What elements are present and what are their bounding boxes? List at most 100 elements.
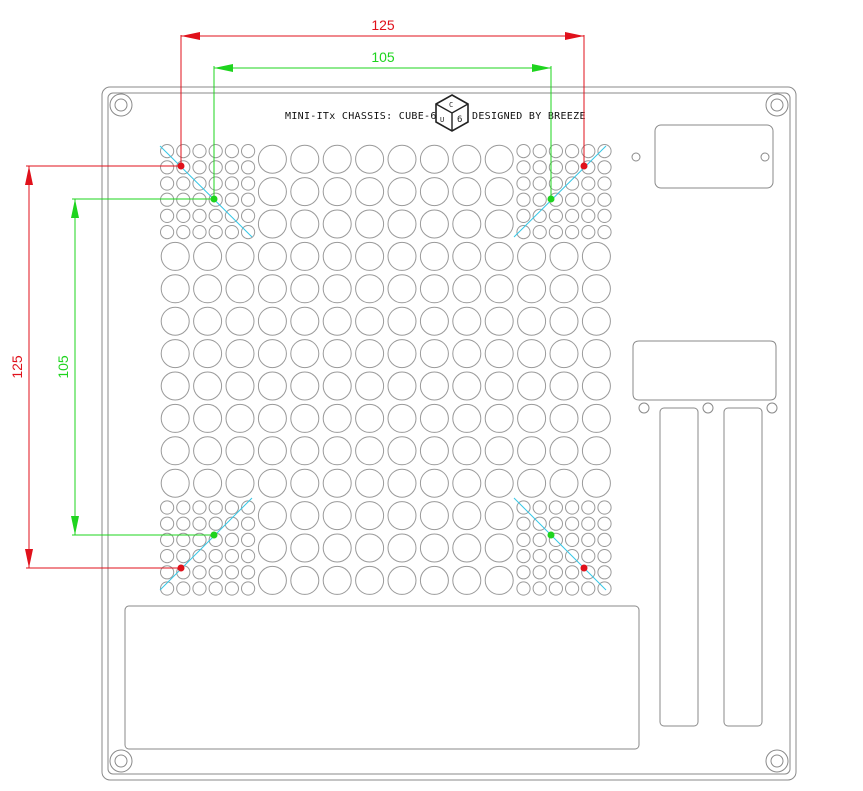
vent-hole (516, 516, 531, 531)
vent-hole (257, 565, 287, 595)
vent-hole (549, 241, 579, 271)
vent-hole (290, 274, 320, 304)
vent-hole (208, 176, 223, 191)
vent-hole (419, 565, 449, 595)
vent-hole (419, 209, 449, 239)
vent-hole (548, 500, 564, 515)
vent-hole (597, 565, 612, 580)
drawing-designer: DESIGNED BY BREEZE (472, 111, 586, 122)
vent-hole (516, 549, 531, 564)
vent-hole (387, 371, 417, 401)
vent-hole (208, 144, 223, 159)
corner-screw-bottom-left (109, 749, 133, 773)
vent-hole (322, 339, 352, 369)
vent-hole (176, 225, 191, 240)
vent-hole (565, 192, 580, 207)
vent-hole (160, 532, 175, 548)
vent-hole (224, 160, 239, 175)
vent-hole (160, 403, 190, 433)
vent-hole (355, 501, 385, 531)
vent-hole (532, 500, 547, 515)
vent-hole (224, 581, 239, 596)
vent-hole (225, 241, 255, 271)
vent-hole (484, 371, 514, 401)
vent-hole (322, 403, 352, 433)
vent-hole (225, 274, 255, 304)
vent-hole (290, 468, 320, 498)
svg-text:U: U (440, 116, 444, 124)
vent-hole (565, 581, 580, 596)
vent-hole (517, 468, 547, 498)
vent-hole (224, 532, 239, 548)
vent-hole (387, 306, 417, 336)
dimension-vertical-inner (71, 198, 214, 536)
corner-screw-top-right (765, 93, 789, 117)
vent-hole (160, 306, 190, 336)
vent-hole (176, 549, 191, 564)
vent-hole (355, 565, 385, 595)
vent-hole (484, 403, 514, 433)
vent-hole (257, 501, 287, 531)
vent-hole (532, 532, 547, 548)
vent-hole (208, 500, 223, 515)
vent-hole (355, 274, 385, 304)
vent-hole (192, 565, 207, 580)
vent-hole (160, 549, 175, 564)
power-inlet-cutout (654, 124, 774, 189)
vent-hole (224, 176, 239, 191)
vent-hole (257, 177, 287, 207)
vent-hole (192, 581, 207, 596)
vent-hole (176, 581, 191, 596)
vent-hole (176, 532, 191, 548)
vent-hole (241, 581, 256, 596)
vent-hole (257, 274, 287, 304)
vent-hole (193, 306, 223, 336)
cube-logo-icon: C U 6 (435, 94, 469, 132)
vent-hole (581, 225, 596, 240)
vent-hole (322, 468, 352, 498)
vent-hole (565, 176, 580, 191)
vent-hole (452, 209, 482, 239)
vent-hole (517, 241, 547, 271)
vent-hole (565, 532, 580, 548)
vent-hole (193, 468, 223, 498)
vent-hole (419, 306, 449, 336)
vent-hole (548, 581, 564, 596)
vent-hole (565, 500, 580, 515)
vent-hole (581, 144, 596, 159)
vent-hole (224, 225, 239, 240)
vent-hole (160, 208, 175, 223)
vent-hole (355, 241, 385, 271)
vent-hole (548, 225, 564, 240)
vent-hole (160, 371, 190, 401)
vent-hole (516, 208, 531, 223)
vent-hole (176, 208, 191, 223)
vent-hole (516, 144, 531, 159)
vent-hole-grid (160, 144, 612, 596)
vent-hole (290, 501, 320, 531)
vent-hole (452, 565, 482, 595)
vent-hole (387, 177, 417, 207)
bracket-screw-mid (702, 402, 714, 414)
vent-hole (548, 565, 564, 580)
dimension-vertical-outer (25, 165, 181, 569)
vent-hole (548, 549, 564, 564)
vent-hole (484, 565, 514, 595)
vent-hole (419, 468, 449, 498)
vent-hole (452, 177, 482, 207)
vent-hole (290, 339, 320, 369)
vent-hole (241, 532, 256, 548)
vent-hole (322, 177, 352, 207)
vent-hole (160, 516, 175, 531)
vent-hole (419, 436, 449, 466)
vent-hole (355, 339, 385, 369)
vent-hole (290, 177, 320, 207)
vent-hole (160, 176, 175, 191)
vent-hole (387, 339, 417, 369)
vent-hole (160, 565, 175, 580)
dimension-label-inner-vertical: 105 (55, 355, 71, 379)
vent-hole (241, 565, 256, 580)
expansion-slot-1 (659, 407, 699, 727)
vent-hole (241, 516, 256, 531)
vent-hole (517, 274, 547, 304)
